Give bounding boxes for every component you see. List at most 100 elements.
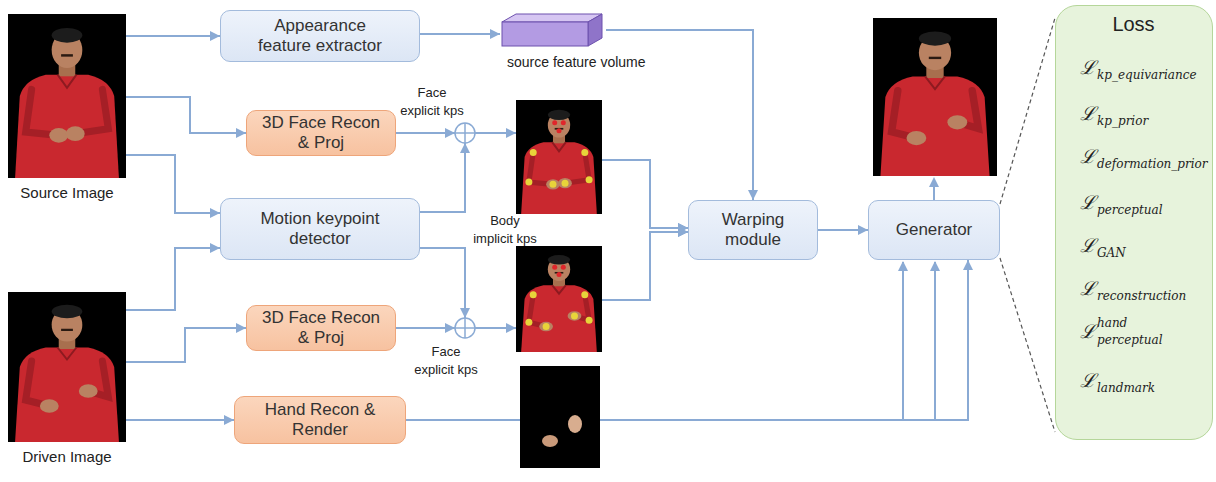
loss-term: ℒ: [1080, 147, 1096, 166]
connector: [126, 248, 220, 310]
sum-plus: [455, 123, 475, 143]
collar: [552, 285, 566, 293]
loss-term: deformation_prior: [1097, 158, 1208, 170]
hair: [52, 305, 83, 319]
connector: [420, 33, 500, 35]
box-label: Warping module: [697, 210, 809, 251]
connector: [420, 133, 688, 228]
hair: [548, 110, 570, 120]
hand-render-image: [520, 366, 600, 468]
box-label: Appearance feature extractor: [251, 16, 389, 57]
hand: [546, 179, 560, 189]
hand-mesh: [568, 415, 582, 433]
photo-background: [516, 100, 602, 214]
face-keypoint: [561, 120, 566, 125]
arm: [75, 89, 108, 133]
loss-term: ℒ: [1080, 193, 1096, 212]
shirt: [15, 75, 119, 178]
photo-illustration: [8, 14, 126, 178]
sum-plus: [455, 318, 475, 338]
keypoint: [549, 181, 556, 188]
collar: [925, 76, 945, 89]
collar: [58, 75, 77, 88]
hand-mesh: [542, 435, 558, 447]
arm: [529, 152, 553, 184]
hand: [906, 131, 926, 145]
loss-term: Loss: [1056, 14, 1211, 34]
face-keypoint: [561, 265, 566, 270]
keypoint-image: [516, 100, 602, 214]
shirt: [521, 285, 597, 352]
recon-box: 3D Face Recon & Proj: [246, 305, 396, 351]
kps-label: Face explicit kps: [412, 343, 480, 378]
loss-panel: Lossℒkp_equivarianceℒkp_priorℒdeformatio…: [1055, 5, 1213, 440]
loss-term: ℒ: [1080, 58, 1096, 77]
face-keypoint: [552, 120, 557, 125]
arm: [26, 89, 59, 135]
arrow-head: [460, 308, 470, 318]
face-keypoint: [557, 128, 562, 133]
loss-term: ℒ: [1080, 371, 1096, 390]
photo-background: [873, 18, 997, 176]
output-image: [873, 18, 997, 176]
connector: [396, 133, 688, 228]
connector: [126, 328, 246, 362]
connector: [818, 229, 868, 231]
recon-box: Hand Recon & Render: [234, 396, 406, 444]
keypoint: [543, 323, 550, 330]
shirt: [880, 76, 989, 176]
image-caption: source feature volume: [507, 54, 646, 70]
loss-term: hand: [1097, 317, 1127, 329]
box-label: Hand Recon & Render: [249, 400, 391, 441]
mustache: [61, 54, 73, 56]
collar: [58, 348, 77, 360]
hand: [947, 115, 967, 129]
box-label: Generator: [896, 220, 973, 240]
render-background: [520, 366, 600, 468]
keypoint-image: [516, 246, 602, 352]
keypoint: [562, 180, 569, 187]
connector: [126, 419, 234, 421]
branch-line: [934, 262, 936, 420]
hand: [66, 126, 85, 141]
photo-background: [516, 246, 602, 352]
keypoint: [581, 291, 588, 298]
arrow-head: [898, 261, 908, 271]
image-node: Source Image: [8, 14, 126, 178]
keypoint: [525, 319, 532, 326]
arrow-head: [445, 323, 455, 333]
hair: [548, 255, 570, 265]
connector: [126, 35, 220, 37]
face-keypoint: [552, 265, 557, 270]
arrow-head: [506, 323, 516, 333]
arrow-head: [445, 128, 455, 138]
sum-circle: [455, 123, 475, 143]
box-label: 3D Face Recon & Proj: [261, 113, 381, 154]
hand: [558, 178, 572, 188]
keypoint: [571, 312, 578, 319]
image-caption: Source Image: [20, 184, 113, 201]
process-box: Appearance feature extractor: [220, 10, 420, 62]
process-box: Generator: [868, 200, 1000, 260]
recon-box: 3D Face Recon & Proj: [246, 110, 396, 156]
process-box: Motion keypoint detector: [220, 198, 420, 260]
shirt: [15, 348, 119, 443]
box-label: 3D Face Recon & Proj: [261, 308, 381, 349]
arrow-head: [929, 177, 939, 187]
cuboid-side: [588, 14, 602, 46]
loss-term: perceptual: [1097, 204, 1163, 216]
arrow-head: [506, 128, 516, 138]
process-box: Warping module: [688, 200, 818, 260]
loss-term: reconstruction: [1097, 290, 1186, 302]
loss-term: kp_equivariance: [1097, 69, 1197, 81]
arm: [892, 91, 917, 138]
hand: [49, 128, 68, 143]
cuboid-front: [502, 22, 588, 46]
connector: [126, 155, 220, 213]
hand: [40, 399, 59, 413]
loss-term: ℒ: [1080, 104, 1096, 123]
bracket-line: [1000, 258, 1055, 432]
branch-line: [902, 262, 904, 420]
